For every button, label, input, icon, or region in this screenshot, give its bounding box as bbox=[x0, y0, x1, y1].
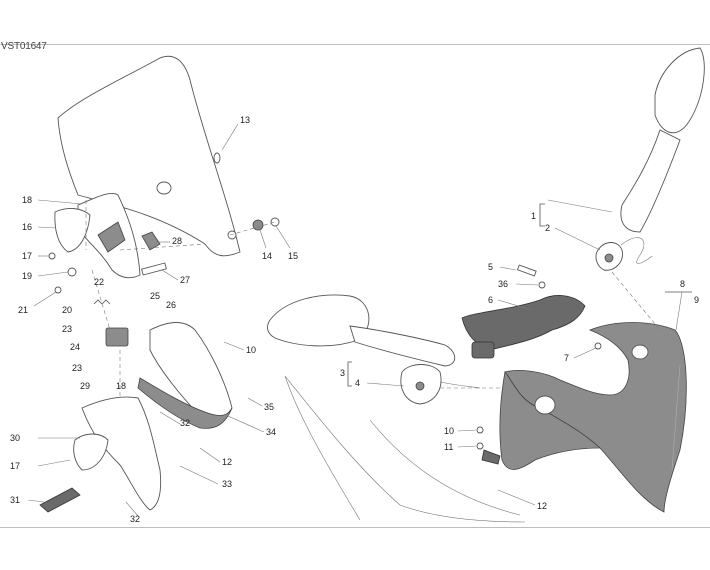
callout-23: 23 bbox=[62, 324, 72, 334]
assembly-line bbox=[119, 243, 206, 251]
callout-23: 23 bbox=[72, 363, 82, 373]
lower-bracket-plate bbox=[73, 433, 109, 471]
callout-36: 36 bbox=[498, 279, 508, 289]
callout-35: 35 bbox=[264, 402, 274, 412]
clip-28 bbox=[141, 231, 161, 251]
callout-12: 12 bbox=[222, 457, 232, 467]
callout-32: 32 bbox=[180, 418, 190, 428]
callout-27: 27 bbox=[180, 275, 190, 285]
nut-7 bbox=[594, 342, 602, 350]
callout-13: 13 bbox=[240, 115, 250, 125]
mirror-right bbox=[654, 47, 705, 133]
inner-bracket-grey bbox=[137, 377, 233, 429]
washer-11 bbox=[476, 442, 484, 450]
callout-21: 21 bbox=[18, 305, 28, 315]
mirror-wire bbox=[620, 237, 653, 264]
callout-5: 5 bbox=[488, 262, 493, 272]
callout-3: 3 bbox=[340, 368, 345, 378]
callout-8: 8 bbox=[680, 279, 685, 289]
callout-10: 10 bbox=[246, 345, 256, 355]
mount-bracket-cutout bbox=[97, 221, 126, 253]
callout-16: 16 bbox=[22, 222, 32, 232]
callout-28: 28 bbox=[172, 236, 182, 246]
spring-24 bbox=[93, 299, 111, 305]
assembly-line bbox=[229, 221, 276, 236]
assembly-line bbox=[611, 271, 661, 331]
callout-32: 32 bbox=[130, 514, 140, 524]
lower-bracket bbox=[81, 396, 162, 511]
callout-6: 6 bbox=[488, 295, 493, 305]
callout-18: 18 bbox=[22, 195, 32, 205]
callout-14: 14 bbox=[262, 251, 272, 261]
callout-19: 19 bbox=[22, 271, 32, 281]
callout-11: 11 bbox=[444, 442, 453, 452]
fairing-outline bbox=[284, 375, 526, 523]
callout-18: 18 bbox=[116, 381, 126, 391]
callout-labels: 13 18 16 17 19 21 20 22 23 24 23 25 26 2… bbox=[10, 115, 699, 524]
bracket-grey-tab bbox=[471, 341, 495, 359]
callout-17: 17 bbox=[10, 461, 20, 471]
callout-22: 22 bbox=[94, 277, 104, 287]
assembly-line bbox=[91, 269, 111, 331]
callout-29: 29 bbox=[80, 381, 90, 391]
mirror-left-hole bbox=[415, 381, 425, 391]
leader-lines bbox=[27, 123, 683, 517]
windscreen-hole bbox=[156, 181, 172, 195]
washer-36 bbox=[538, 281, 546, 289]
callout-15: 15 bbox=[288, 251, 298, 261]
callout-33: 33 bbox=[222, 479, 232, 489]
callout-12: 12 bbox=[537, 501, 547, 511]
callout-1: 1 bbox=[531, 211, 536, 221]
mount-bracket-plate bbox=[54, 208, 91, 253]
grommet-14 bbox=[252, 219, 264, 231]
windscreen-hole bbox=[227, 230, 237, 240]
mirror-gasket-hole bbox=[604, 253, 614, 263]
nut-19 bbox=[67, 267, 77, 277]
bolt-10b bbox=[476, 426, 484, 434]
windscreen-hole bbox=[213, 152, 221, 164]
mirror-right-stem bbox=[620, 129, 681, 233]
callout-2: 2 bbox=[545, 223, 550, 233]
windscreen bbox=[57, 55, 241, 257]
callout-24: 24 bbox=[70, 342, 80, 352]
group-bracket-1-2 bbox=[539, 203, 545, 227]
callout-4: 4 bbox=[355, 378, 360, 388]
foot-31 bbox=[39, 487, 81, 513]
drawing-code: VST01647 bbox=[1, 41, 47, 52]
bracket-25 bbox=[105, 327, 129, 347]
fairing-hole bbox=[631, 344, 649, 360]
mirror-left-stem bbox=[349, 325, 456, 367]
group-bracket-3-4 bbox=[347, 361, 352, 387]
callout-9: 9 bbox=[694, 295, 699, 305]
callout-25: 25 bbox=[150, 291, 160, 301]
callout-31: 31 bbox=[10, 495, 20, 505]
callout-10: 10 bbox=[444, 426, 454, 436]
mirror-left-wire bbox=[439, 381, 481, 389]
bolt-21 bbox=[54, 286, 62, 294]
fairing-hole bbox=[534, 395, 556, 415]
bracket-grey-clip bbox=[481, 449, 501, 465]
bolt-5 bbox=[516, 264, 537, 277]
callout-17: 17 bbox=[22, 251, 32, 261]
callout-30: 30 bbox=[10, 433, 20, 443]
diagram-frame bbox=[0, 44, 710, 528]
callout-20: 20 bbox=[62, 305, 72, 315]
washer-15 bbox=[270, 217, 280, 227]
callout-7: 7 bbox=[564, 353, 569, 363]
callout-34: 34 bbox=[266, 427, 276, 437]
bolt-27 bbox=[141, 262, 167, 276]
fairing-edge bbox=[671, 364, 681, 471]
callout-26: 26 bbox=[166, 300, 176, 310]
